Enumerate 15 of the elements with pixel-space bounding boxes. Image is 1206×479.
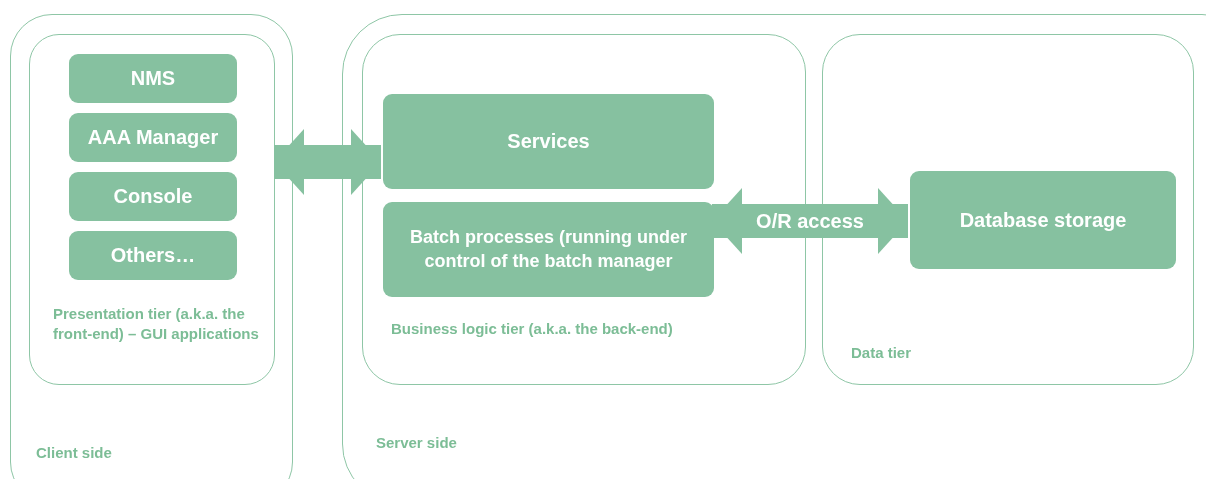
panel-label: Data tier [851,343,913,363]
component-box: Others… [69,231,237,280]
component-box: Database storage [910,171,1176,269]
panel-label: Server side [376,433,458,453]
tier-panel [29,34,275,385]
double-arrow [712,188,908,254]
component-box: Services [383,94,714,189]
component-box: AAA Manager [69,113,237,162]
panel-label: Client side [36,443,113,463]
panel-label: Presentation tier (a.k.a. the front-end) – GUI applications [53,304,260,343]
component-box: Batch processes (running under control of the batch manager [383,202,714,297]
double-arrow [274,129,381,195]
panel-label: Business logic tier (a.k.a. the back-end) [391,319,674,339]
component-box: Console [69,172,237,221]
component-box: NMS [69,54,237,103]
